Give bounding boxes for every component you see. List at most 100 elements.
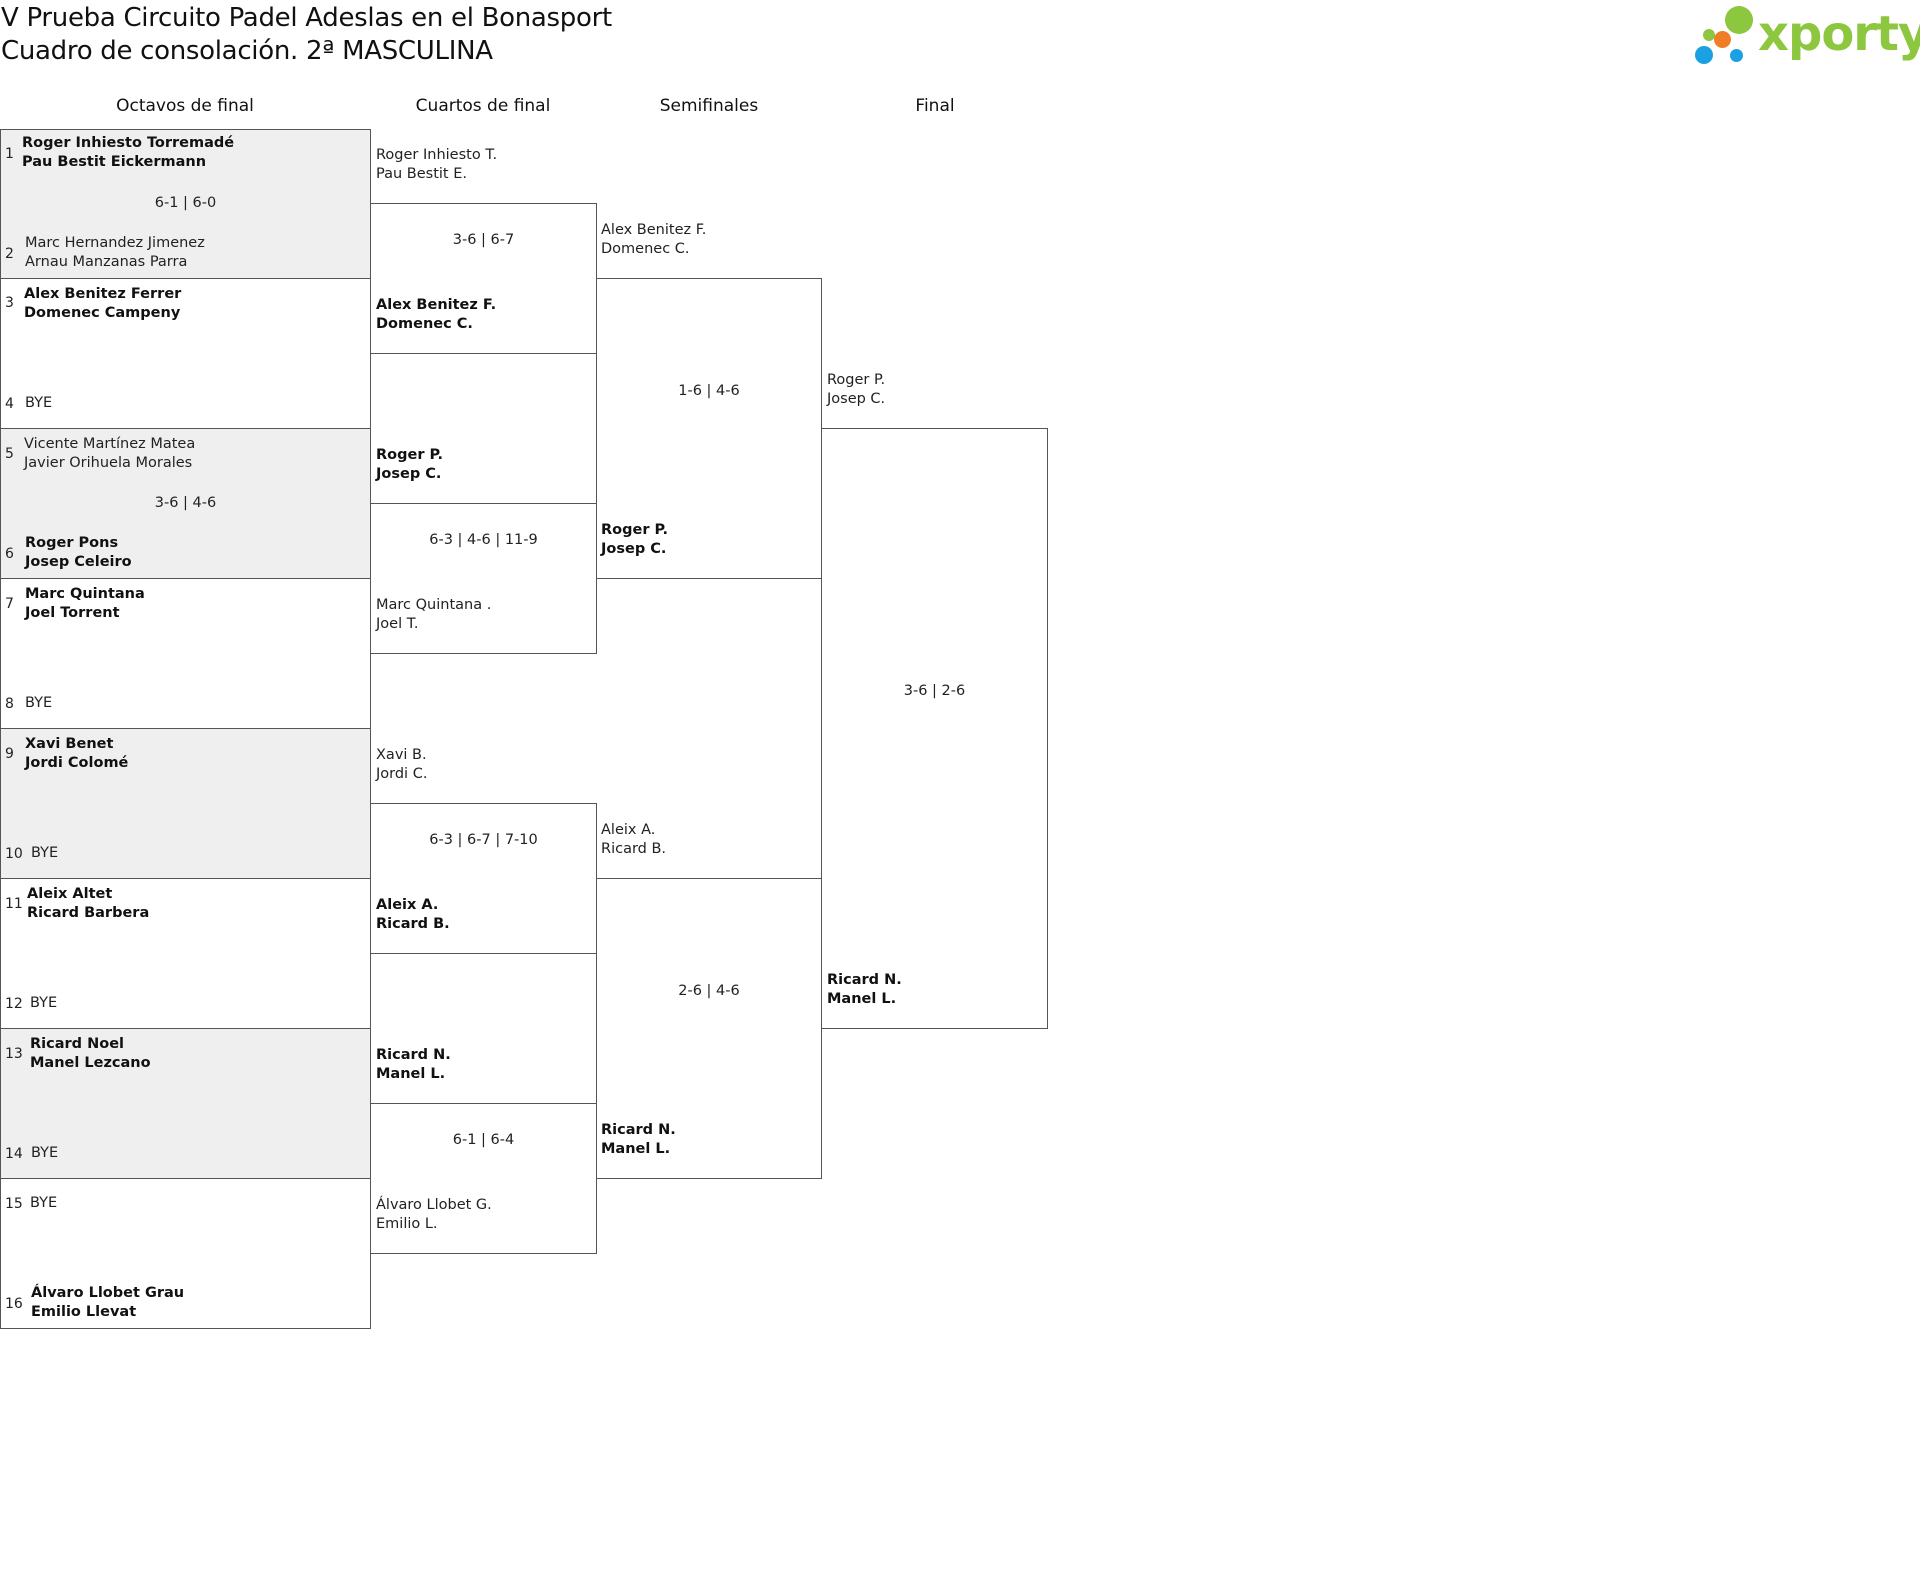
xporty-logo: xporty [1695, 4, 1920, 68]
player-name: BYE [25, 695, 53, 711]
octavos-team-7[interactable]: Marc Quintana Joel Torrent [25, 585, 145, 623]
player-name: Javier Orihuela Morales [24, 455, 193, 471]
player-name: Roger Pons [25, 535, 119, 551]
octavos-team-4[interactable]: BYE [25, 394, 52, 413]
player-name: Josep C. [601, 541, 667, 557]
semis-team-1[interactable]: Alex Benitez F. Domenec C. [601, 221, 706, 259]
player-name: Ricard N. [601, 1122, 676, 1138]
logo-dot-blue [1695, 46, 1713, 64]
player-name: Arnau Manzanas Parra [25, 254, 188, 270]
player-name: Roger Inhiesto Torremadé [22, 135, 235, 151]
cuartos-team-8[interactable]: Álvaro Llobet G. Emilio L. [376, 1196, 492, 1234]
player-name: Ricard N. [376, 1047, 451, 1063]
player-name: Manel L. [376, 1066, 446, 1082]
octavos-team-9[interactable]: Xavi Benet Jordi Colomé [25, 735, 128, 773]
player-name: Alex Benitez Ferrer [24, 286, 182, 302]
player-name: BYE [31, 845, 59, 861]
player-name: Marc Quintana . [376, 597, 492, 613]
player-name: Manel L. [827, 991, 897, 1007]
semis-team-3[interactable]: Aleix A. Ricard B. [601, 821, 666, 859]
cuartos-score-1: 3-6 | 6-7 [452, 232, 515, 248]
cuartos-team-1[interactable]: Roger Inhiesto T. Pau Bestit E. [376, 146, 497, 184]
octavos-team-10[interactable]: BYE [31, 844, 58, 863]
seed-number: 14 [5, 1146, 23, 1162]
cuartos-team-6[interactable]: Aleix A. Ricard B. [376, 896, 450, 934]
player-name: Josep Celeiro [25, 554, 132, 570]
player-name: Josep C. [376, 466, 442, 482]
final-team-2[interactable]: Ricard N. Manel L. [827, 971, 902, 1009]
player-name: Aleix A. [376, 897, 439, 913]
octavos-team-15[interactable]: BYE [30, 1194, 57, 1213]
semis-score-1: 1-6 | 4-6 [678, 383, 740, 399]
cuartos-team-7[interactable]: Ricard N. Manel L. [376, 1046, 451, 1084]
octavos-team-5[interactable]: Vicente Martínez Matea Javier Orihuela M… [24, 435, 195, 473]
tournament-title: V Prueba Circuito Padel Adeslas en el Bo… [1, 2, 612, 68]
seed-number: 16 [5, 1296, 23, 1312]
semis-team-2[interactable]: Roger P. Josep C. [601, 521, 668, 559]
cuartos-team-5[interactable]: Xavi B. Jordi C. [376, 746, 427, 784]
seed-number: 1 [5, 146, 14, 162]
player-name: Álvaro Llobet G. [376, 1197, 492, 1213]
octavos-team-11[interactable]: Aleix Altet Ricard Barbera [27, 885, 149, 923]
player-name: Ricard Noel [30, 1036, 124, 1052]
player-name: Roger P. [827, 372, 886, 388]
seed-number: 7 [5, 596, 14, 612]
player-name: Alex Benitez F. [601, 222, 707, 238]
octavos-match-5 [0, 728, 371, 879]
player-name: Roger Inhiesto T. [376, 147, 498, 163]
player-name: Jordi C. [376, 766, 428, 782]
round-header-cuartos: Cuartos de final [415, 96, 551, 116]
round-header-final: Final [915, 96, 955, 116]
final-score: 3-6 | 2-6 [903, 683, 966, 699]
cuartos-score-3: 6-3 | 6-7 | 7-10 [429, 832, 538, 848]
semis-team-4[interactable]: Ricard N. Manel L. [601, 1121, 676, 1159]
player-name: Joel T. [376, 616, 419, 632]
cuartos-score-4: 6-1 | 6-4 [452, 1132, 515, 1148]
player-name: Domenec C. [376, 316, 473, 332]
octavos-team-13[interactable]: Ricard Noel Manel Lezcano [30, 1035, 151, 1073]
player-name: Aleix Altet [27, 886, 113, 902]
semis-score-2: 2-6 | 4-6 [678, 983, 740, 999]
cuartos-team-2[interactable]: Alex Benitez F. Domenec C. [376, 296, 496, 334]
player-name: Emilio L. [376, 1216, 438, 1232]
octavos-team-12[interactable]: BYE [30, 994, 57, 1013]
octavos-score-3: 3-6 | 4-6 [154, 495, 217, 511]
cuartos-score-2: 6-3 | 4-6 | 11-9 [429, 532, 538, 548]
seed-number: 15 [5, 1196, 23, 1212]
player-name: Ricard B. [376, 916, 450, 932]
seed-number: 12 [5, 996, 23, 1012]
cuartos-team-4[interactable]: Marc Quintana . Joel T. [376, 596, 491, 634]
player-name: Joel Torrent [25, 605, 120, 621]
logo-wordmark: xporty [1758, 6, 1920, 62]
cuartos-team-3[interactable]: Roger P. Josep C. [376, 446, 443, 484]
player-name: BYE [25, 395, 53, 411]
player-name: BYE [31, 1145, 59, 1161]
logo-dot-orange [1714, 31, 1731, 48]
player-name: Pau Bestit E. [376, 166, 467, 182]
seed-number: 8 [5, 696, 14, 712]
round-header-semifinales: Semifinales [659, 96, 759, 116]
seed-number: 4 [5, 396, 14, 412]
octavos-team-3[interactable]: Alex Benitez Ferrer Domenec Campeny [24, 285, 181, 323]
octavos-team-1[interactable]: Roger Inhiesto Torremadé Pau Bestit Eick… [22, 134, 234, 172]
octavos-team-8[interactable]: BYE [25, 694, 52, 713]
player-name: Ricard Barbera [27, 905, 150, 921]
octavos-team-16[interactable]: Álvaro Llobet Grau Emilio Llevat [31, 1284, 184, 1322]
player-name: Xavi Benet [25, 736, 114, 752]
final-match [821, 428, 1048, 1029]
player-name: Roger P. [376, 447, 444, 463]
seed-number: 5 [5, 446, 14, 462]
title-line-1: V Prueba Circuito Padel Adeslas en el Bo… [1, 3, 612, 33]
player-name: Emilio Llevat [31, 1304, 137, 1320]
seed-number: 9 [5, 746, 14, 762]
octavos-team-14[interactable]: BYE [31, 1144, 58, 1163]
player-name: Alex Benitez F. [376, 297, 497, 313]
final-team-1[interactable]: Roger P. Josep C. [827, 371, 885, 409]
player-name: Xavi B. [376, 747, 427, 763]
octavos-team-2[interactable]: Marc Hernandez Jimenez Arnau Manzanas Pa… [25, 234, 205, 272]
octavos-team-6[interactable]: Roger Pons Josep Celeiro [25, 534, 132, 572]
logo-dot-blue-small [1730, 49, 1743, 62]
player-name: Domenec Campeny [24, 305, 181, 321]
player-name: Domenec C. [601, 241, 690, 257]
player-name: Josep C. [827, 391, 886, 407]
